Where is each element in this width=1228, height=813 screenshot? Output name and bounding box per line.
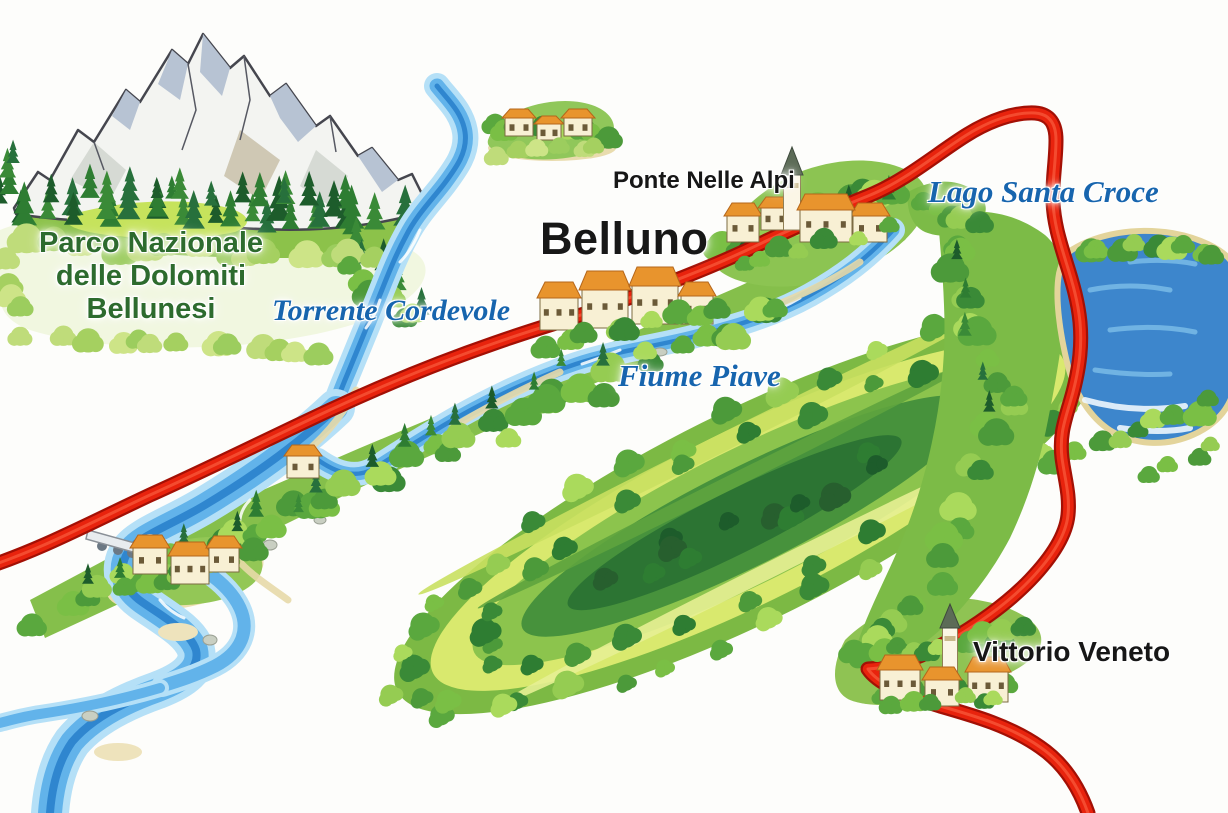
ponte-nelle-alpi-label: Ponte Nelle Alpi [613,167,795,194]
park-label-line2: delle Dolomiti [55,260,247,292]
belluno-label: Belluno [540,213,709,264]
dolomites-mountains [12,32,427,258]
park-label-line3: Bellunesi [86,293,216,325]
vittorio-veneto-label: Vittorio Veneto [973,636,1171,667]
lake-santa-croce [1054,227,1228,446]
torrente-cordevole-label: Torrente Cordevole [272,294,511,327]
ridge-forest [848,235,1029,669]
lake-water [1060,233,1228,440]
east-ridge [854,211,1067,669]
park-meadow-bushes [0,223,425,366]
park-label-line1: Parco Nazionale [38,227,264,259]
foreground-bushes [483,137,1003,715]
park-label: Parco Nazionale delle Dolomiti Bellunesi [26,227,276,326]
fiume-piave-label: Fiume Piave [618,358,781,393]
lakeshore-bushes [1037,234,1225,484]
villages [129,108,1012,707]
lago-santa-croce-label: Lago Santa Croce [928,174,1159,209]
